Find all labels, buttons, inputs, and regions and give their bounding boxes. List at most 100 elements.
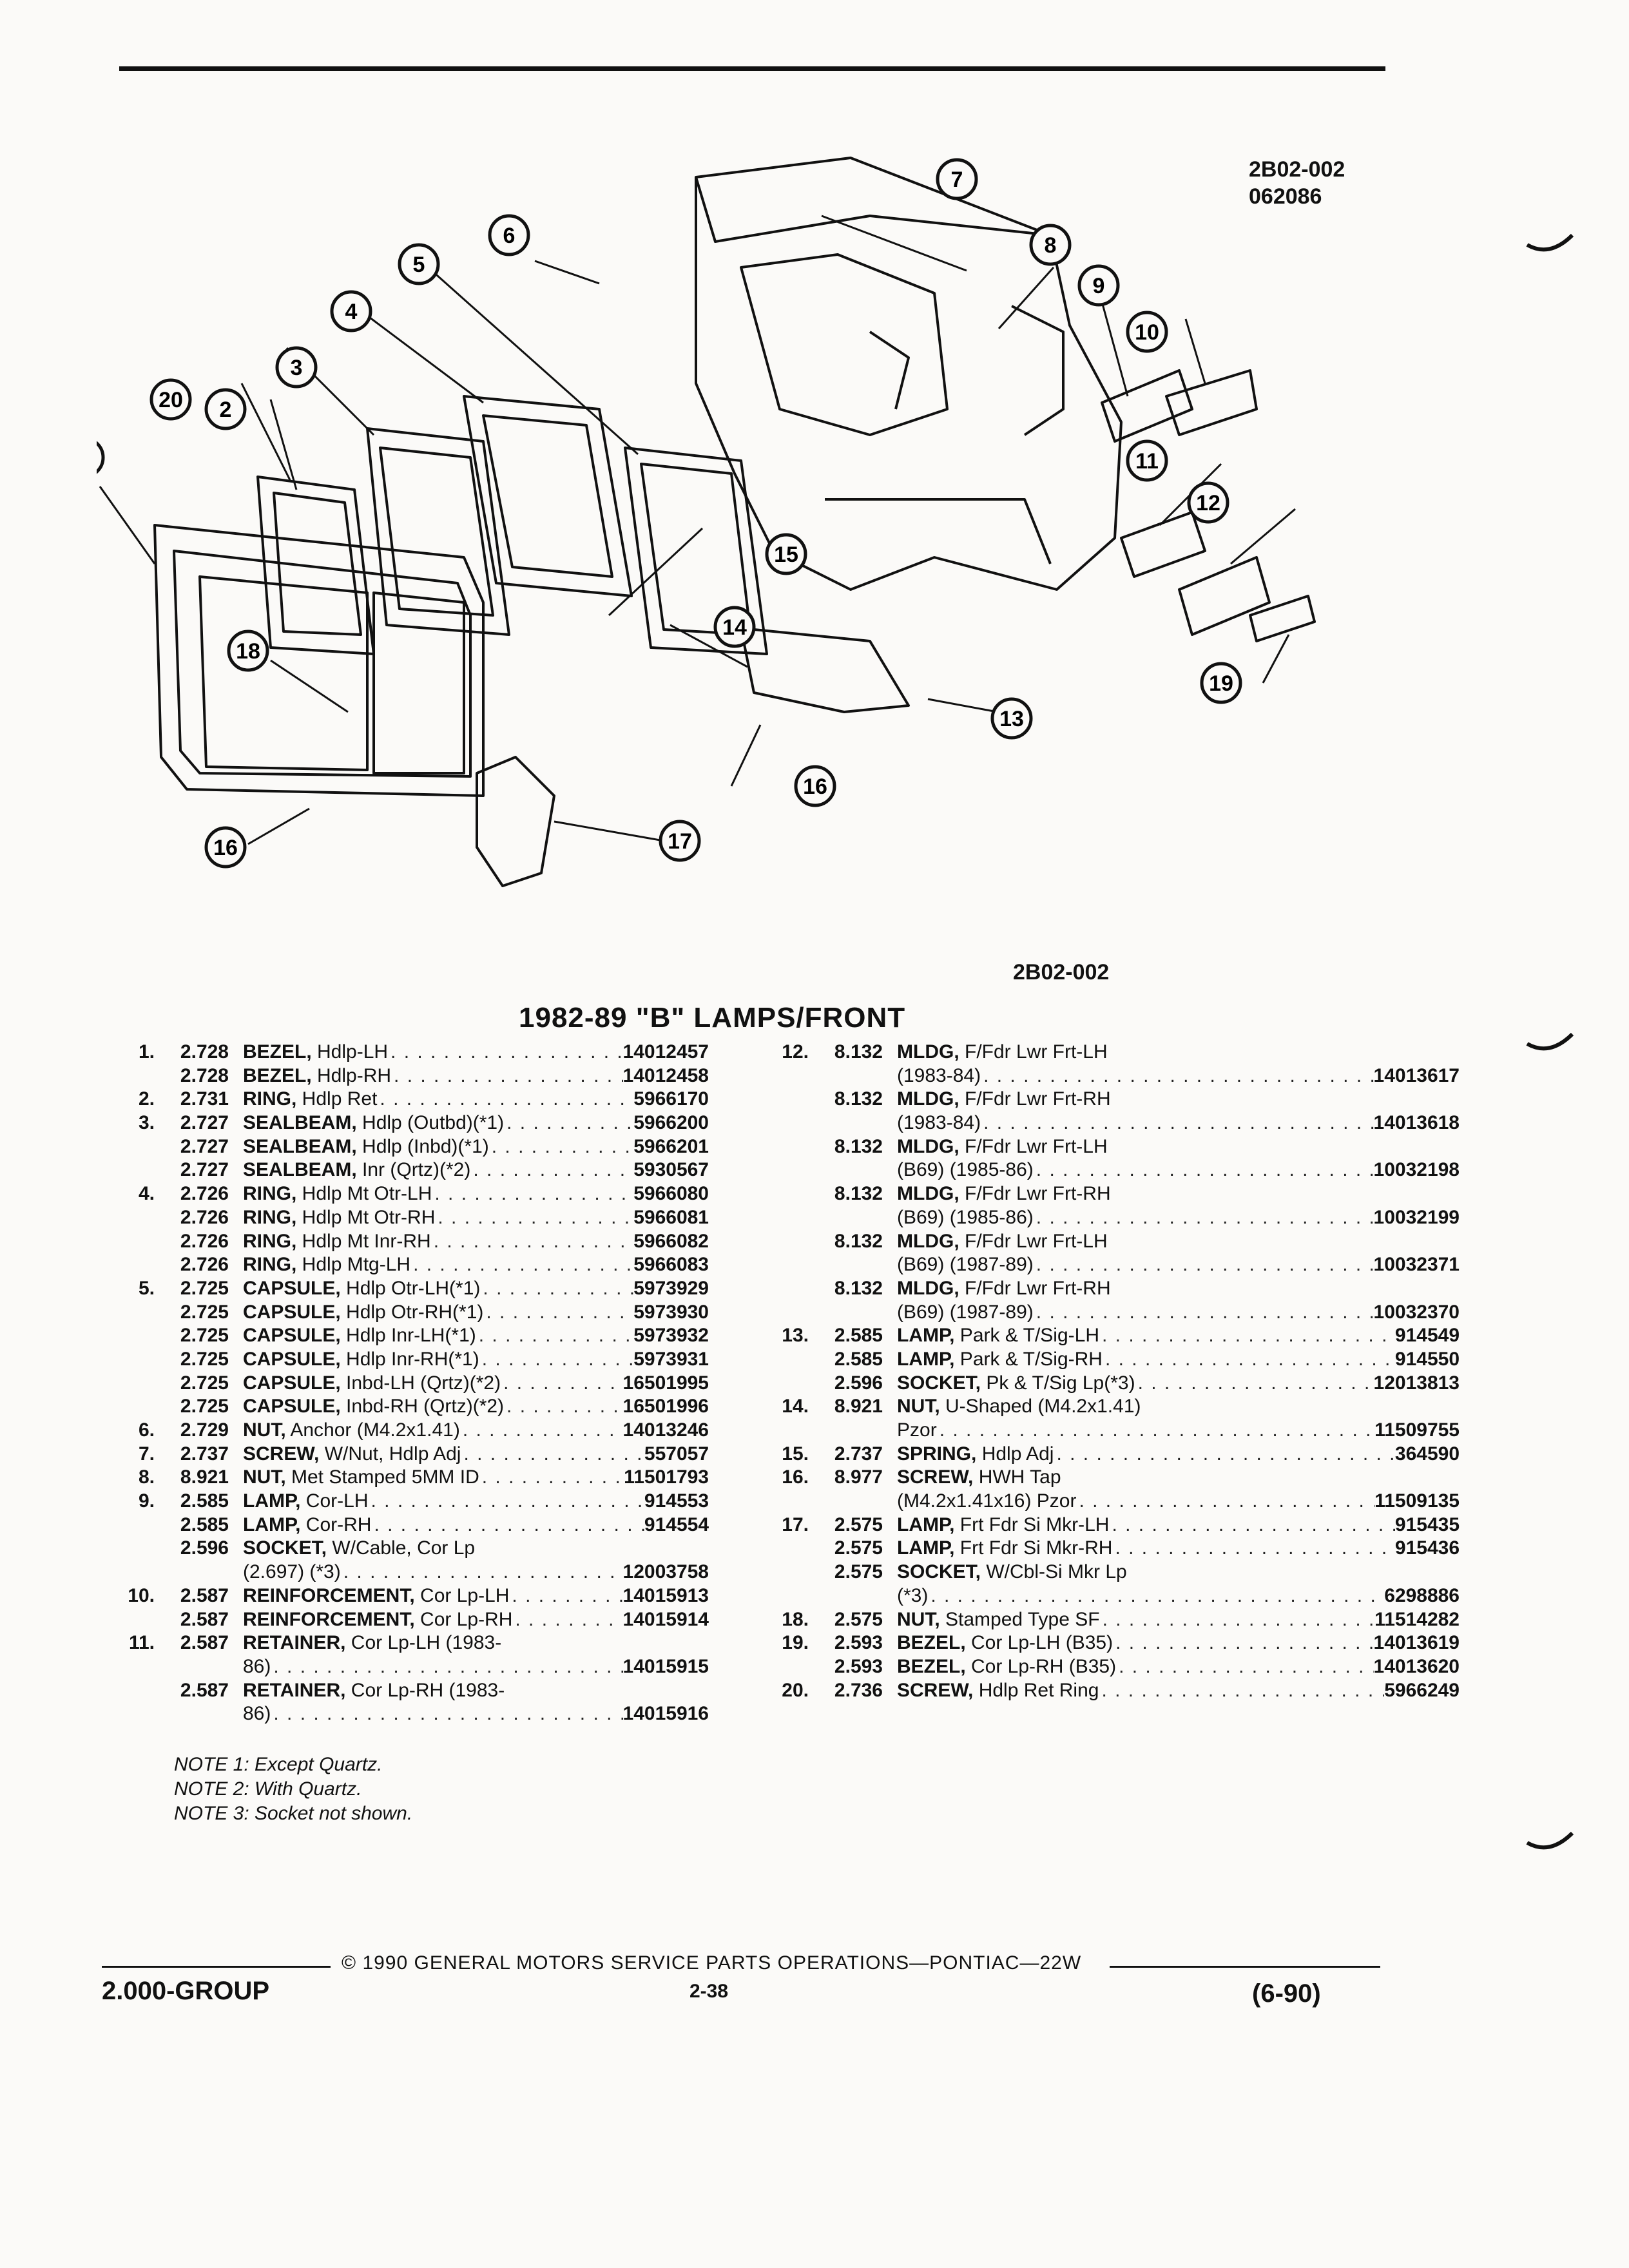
group-number: 2.587 [180, 1584, 229, 1606]
part-name: REINFORCEMENT, [243, 1608, 415, 1630]
part-description: NUT, U-Shaped (M4.2x1.41) [897, 1395, 1460, 1419]
part-name: CAPSULE, [243, 1301, 341, 1323]
parts-row: (B69) (1987-89). . . . . . . . . . . . .… [764, 1253, 1460, 1277]
part-number: 5973932 [633, 1325, 709, 1347]
part-detail: Hdlp Mt Otr-LH [296, 1183, 432, 1205]
ref-number: 8. [138, 1466, 155, 1488]
svg-text:6: 6 [503, 224, 516, 248]
group-number: 2.587 [180, 1679, 229, 1701]
part-description: SCREW, Hdlp Ret Ring. . . . . . . . . . … [897, 1679, 1460, 1703]
part-detail: Inr (Qrtz)(*2) [356, 1159, 471, 1181]
part-number: 914549 [1394, 1325, 1460, 1347]
group-number: 2.593 [834, 1655, 883, 1677]
part-number: 5966200 [633, 1112, 709, 1134]
part-detail: Hdlp Mt Inr-RH [296, 1230, 431, 1252]
part-name: BEZEL, [897, 1655, 966, 1677]
callout-6: 6 [488, 214, 530, 256]
part-number: 14015916 [622, 1703, 709, 1725]
group-number: 2.575 [834, 1561, 883, 1583]
part-description: SCREW, W/Nut, Hdlp Adj. . . . . . . . . … [243, 1443, 709, 1466]
part-description: NUT, Met Stamped 5MM ID. . . . . . . . .… [243, 1466, 709, 1490]
part-name: LAMP, [243, 1490, 301, 1512]
ref-number [764, 1206, 809, 1230]
part-name: REINFORCEMENT, [243, 1584, 415, 1606]
part-detail: 86) [243, 1655, 271, 1677]
part-number: 6298886 [1384, 1584, 1460, 1606]
part-description: Pzor. . . . . . . . . . . . . . . . . . … [897, 1419, 1460, 1443]
part-name: SEALBEAM, [243, 1135, 357, 1157]
group-number: 2.726 [180, 1254, 229, 1276]
exploded-parts-diagram: 1 2 3 4 5 6 7 8 9 10 11 12 13 14 14 15 1… [97, 157, 1316, 887]
callout-5: 5 [398, 243, 440, 285]
part-description: LAMP, Cor-LH. . . . . . . . . . . . . . … [243, 1490, 709, 1514]
ref-number: 5. [138, 1277, 155, 1299]
group-number: 2.725 [180, 1325, 229, 1347]
part-description: BEZEL, Hdlp-RH. . . . . . . . . . . . . … [243, 1064, 709, 1088]
part-name: CAPSULE, [243, 1396, 341, 1418]
part-detail: (B69) (1987-89) [897, 1254, 1034, 1276]
ref-number [110, 1324, 155, 1348]
reinforcement-shape [1165, 369, 1258, 436]
part-number: 16501995 [622, 1372, 709, 1394]
callout-4: 4 [330, 290, 372, 332]
part-name: RETAINER, [243, 1632, 346, 1654]
leader-dots: . . . . . . . . . . . . . . . . . . . . … [273, 1655, 622, 1677]
part-description: (B69) (1987-89). . . . . . . . . . . . .… [897, 1301, 1460, 1325]
part-detail: Hdlp Otr-LH(*1) [340, 1277, 481, 1299]
molding-shape [1178, 556, 1271, 636]
group-number: 2.575 [834, 1537, 883, 1559]
group-number: 8.977 [834, 1466, 883, 1488]
part-name: SPRING, [897, 1443, 977, 1465]
part-description: LAMP, Frt Fdr Si Mkr-LH. . . . . . . . .… [897, 1514, 1460, 1537]
leader-dots: . . . . . . . . . . . . . . . . . . . . … [433, 1230, 634, 1252]
ref-number: 14. [782, 1396, 809, 1418]
parts-row: 86). . . . . . . . . . . . . . . . . . .… [110, 1655, 709, 1679]
part-number: 915436 [1394, 1537, 1460, 1559]
callout-20: 20 [149, 378, 192, 421]
part-detail: Cor-RH [300, 1514, 372, 1535]
ref-number: 19. [782, 1632, 809, 1654]
part-name: BEZEL, [243, 1041, 312, 1062]
leader-dots: . . . . . . . . . . . . . . . . . . . . … [1036, 1254, 1374, 1276]
part-detail: Cor-LH [300, 1490, 369, 1512]
group-number [809, 1253, 883, 1277]
part-description: RING, Hdlp Ret. . . . . . . . . . . . . … [243, 1088, 709, 1111]
part-description: MLDG, F/Fdr Lwr Frt-RH [897, 1088, 1460, 1111]
part-detail: Hdlp Inr-LH(*1) [340, 1325, 476, 1347]
part-number: 14013246 [622, 1419, 709, 1441]
callout-17: 17 [659, 820, 701, 862]
part-description: SOCKET, W/Cable, Cor Lp [243, 1537, 709, 1561]
leader-dots: . . . . . . . . . . . . . . . . . . . . … [1112, 1514, 1394, 1535]
ref-number: 7. [138, 1443, 155, 1465]
leader-dots: . . . . . . . . . . . . . . . . . . . . … [273, 1703, 622, 1725]
part-number: 12013813 [1373, 1372, 1460, 1394]
callout-8: 8 [1029, 224, 1072, 266]
leader-dots: . . . . . . . . . . . . . . . . . . . . … [1079, 1490, 1374, 1512]
callout-11: 11 [1126, 439, 1168, 482]
part-detail: Hdlp Ret [296, 1088, 378, 1110]
part-detail: Cor Lp-LH [414, 1584, 510, 1606]
part-name: LAMP, [243, 1514, 301, 1535]
group-number [155, 1702, 229, 1726]
notes: NOTE 1: Except Quartz. NOTE 2: With Quar… [174, 1753, 412, 1826]
part-name: MLDG, [897, 1041, 959, 1062]
leader-dots: . . . . . . . . . . . . . . . . . . . . … [1102, 1325, 1395, 1347]
ref-number [110, 1301, 155, 1325]
part-description: CAPSULE, Hdlp Otr-LH(*1). . . . . . . . … [243, 1277, 709, 1301]
note-2: NOTE 2: With Quartz. [174, 1778, 362, 1800]
part-description: BEZEL, Hdlp-LH. . . . . . . . . . . . . … [243, 1041, 709, 1064]
ref-number [110, 1230, 155, 1254]
leader-dots: . . . . . . . . . . . . . . . . . . . . … [483, 1277, 633, 1299]
part-detail: F/Fdr Lwr Frt-LH [959, 1135, 1108, 1157]
part-name: MLDG, [897, 1230, 959, 1252]
leader-dots: . . . . . . . . . . . . . . . . . . . . … [1119, 1655, 1373, 1677]
ref-number [110, 1206, 155, 1230]
part-description: RING, Hdlp Mt Inr-RH. . . . . . . . . . … [243, 1230, 709, 1254]
svg-text:12: 12 [1196, 491, 1220, 515]
group-number: 8.132 [834, 1088, 883, 1110]
